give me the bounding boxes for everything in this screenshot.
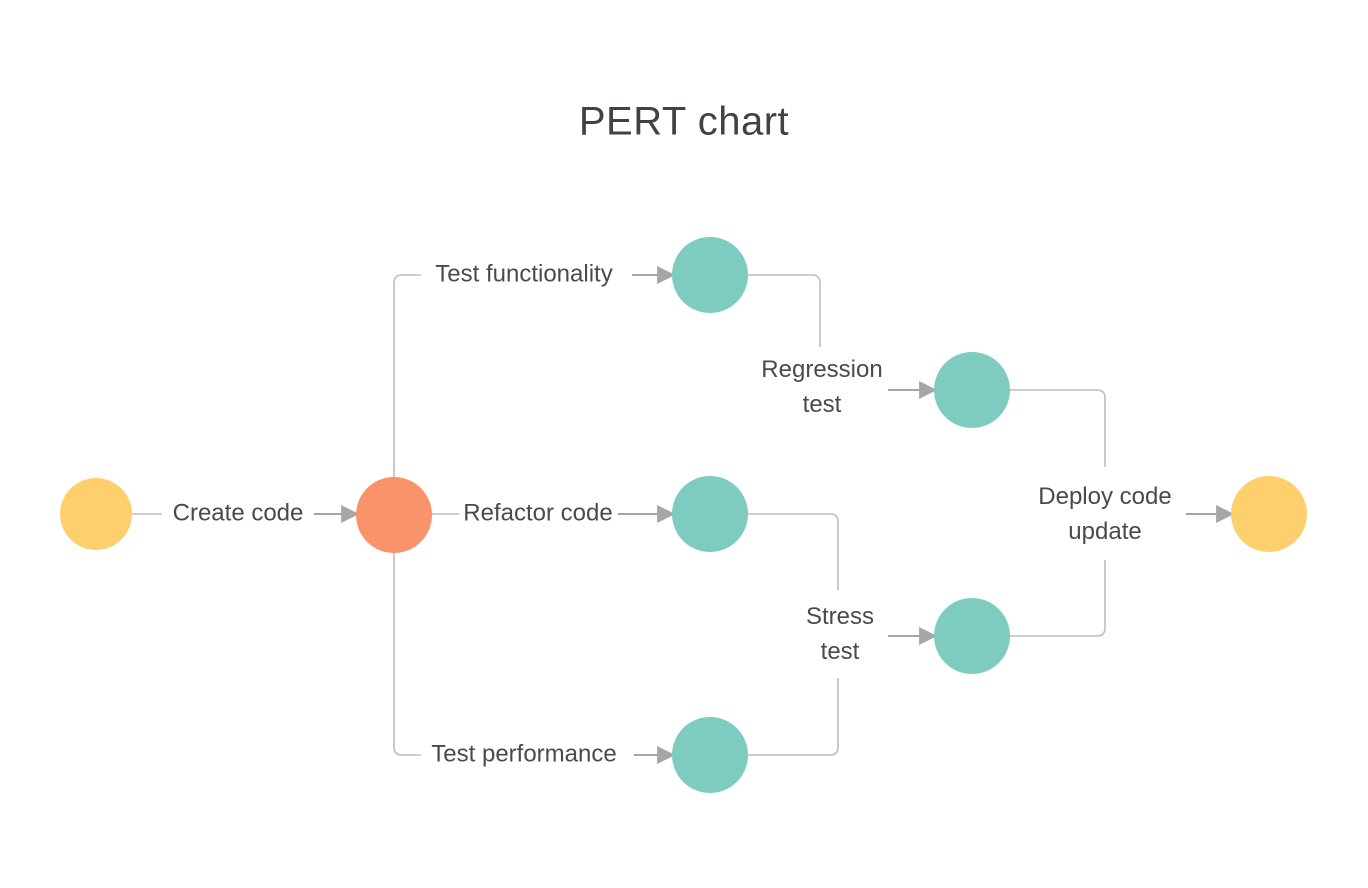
node-code-created	[356, 477, 432, 553]
activity-label-test-performance: Test performance	[431, 740, 617, 768]
node-code-refactored	[672, 476, 748, 552]
edge-regression-to-deploy-label	[1010, 389, 1106, 467]
edge-created-to-performance-label	[393, 552, 421, 756]
activity-label-deploy-code-update: Deploy code update	[1038, 483, 1172, 545]
node-regression-tested	[934, 352, 1010, 428]
node-stress-tested	[934, 598, 1010, 674]
node-performance-tested	[672, 717, 748, 793]
edge-created-to-functionality-label	[393, 274, 421, 478]
node-complete	[1231, 476, 1307, 552]
activity-label-create-code: Create code	[172, 499, 304, 527]
activity-label-regression-test: Regression test	[761, 356, 883, 418]
edge-refactor-to-stress-label	[748, 513, 839, 590]
activity-label-test-functionality: Test functionality	[435, 260, 613, 288]
edge-stress-to-deploy-label	[1010, 560, 1106, 637]
node-start	[60, 478, 132, 550]
node-functionality-tested	[672, 237, 748, 313]
activity-label-stress-test: Stress test	[805, 603, 874, 665]
edge-functionality-to-regression-label	[748, 274, 821, 347]
activity-label-refactor-code: Refactor code	[463, 499, 613, 527]
chart-title: PERT chart	[578, 99, 790, 144]
edge-performance-to-stress-label	[748, 678, 839, 756]
